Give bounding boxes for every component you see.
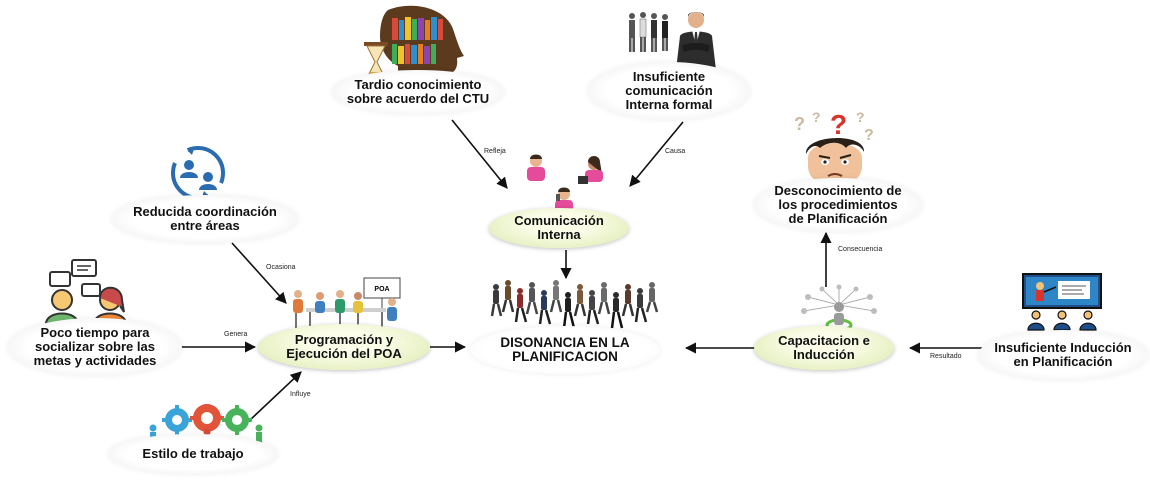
presentation-screen-icon	[1022, 273, 1102, 331]
edge-label-refleja: Refleja	[484, 148, 506, 155]
node-label: Capacitacion e Inducción	[778, 333, 870, 362]
confused-man-icon: ? ? ? ? ?	[794, 109, 874, 186]
people-meeting-icon: POA	[293, 277, 401, 328]
node-comunicacion-interna: Comunicación Interna	[489, 208, 629, 248]
edge-label-genera: Genera	[224, 331, 248, 338]
edge-label-ocasiona: Ocasiona	[266, 264, 296, 271]
svg-text:?: ?	[864, 127, 874, 144]
node-desconocimiento: Desconocimiento de los procedimientos de…	[754, 178, 922, 232]
arrow-influye	[249, 371, 302, 421]
node-label: Insuficiente Inducción en Planificación	[994, 340, 1132, 369]
arrow-causa	[629, 121, 684, 187]
crowd-walking-icon	[490, 280, 659, 329]
node-disonancia: DISONANCIA EN LA PLANIFICACION	[470, 326, 660, 374]
node-insuficiente-induccion: Insuficiente Inducción en Planificación	[978, 330, 1148, 380]
business-people-icon	[629, 12, 716, 70]
node-label: Estilo de trabajo	[142, 446, 244, 461]
svg-text:?: ?	[856, 109, 865, 125]
node-insuficiente-comunicacion: Insuficiente comunicación Interna formal	[588, 62, 750, 120]
arrow-refleja	[451, 119, 508, 189]
arrow-ocasiona	[231, 242, 287, 304]
node-programacion-ejecucion: Programación y Ejecución del POA	[258, 324, 430, 370]
poa-sign: POA	[374, 286, 389, 293]
node-label: Programación y Ejecución del POA	[286, 332, 402, 361]
svg-text:?: ?	[830, 109, 847, 140]
node-label: DISONANCIA EN LA PLANIFICACION	[500, 335, 630, 364]
node-estilo-trabajo: Estilo de trabajo	[108, 434, 278, 474]
svg-text:?: ?	[794, 114, 805, 134]
node-tardio-conocimiento: Tardio conocimiento sobre acuerdo del CT…	[332, 70, 504, 114]
edge-label-consecuencia: Consecuencia	[838, 246, 883, 253]
chat-people-icon	[44, 259, 128, 324]
node-label: Tardio conocimiento sobre acuerdo del CT…	[346, 77, 490, 106]
edge-label-resultado: Resultado	[930, 353, 962, 360]
node-reducida-coordinacion: Reducida coordinación entre áreas	[112, 195, 298, 243]
coordination-circle-icon	[171, 146, 225, 200]
node-label: Comunicación Interna	[514, 213, 604, 242]
edge-label-influye: Influye	[290, 391, 311, 398]
head-books-hourglass-icon	[364, 5, 464, 83]
svg-text:?: ?	[812, 109, 821, 125]
edge-label-causa: Causa	[665, 148, 686, 155]
node-label: Reducida coordinación entre áreas	[133, 204, 277, 233]
node-capacitacion-induccion: Capacitacion e Inducción	[754, 326, 894, 370]
node-label: Desconocimiento de los procedimientos de…	[774, 183, 902, 226]
node-poco-tiempo: Poco tiempo para socializar sobre las me…	[8, 318, 182, 376]
node-label: Poco tiempo para socializar sobre las me…	[33, 325, 157, 368]
network-people-icon	[801, 284, 877, 332]
node-label: Insuficiente comunicación Interna formal	[625, 69, 713, 112]
